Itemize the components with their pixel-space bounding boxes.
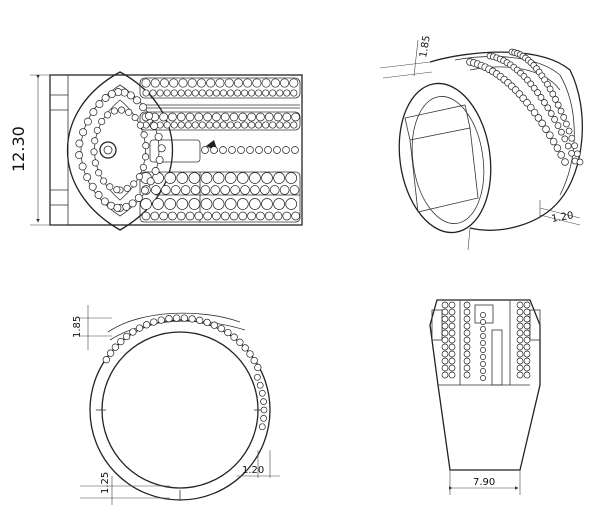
iso-side-label: 1.20	[551, 210, 575, 225]
iso-view: 1.85 1.20	[379, 35, 584, 251]
iso-top-label: 1.85	[418, 35, 433, 59]
end-width-label: 7.90	[473, 477, 495, 488]
side-view: 1.85 1.25 1.20	[72, 305, 280, 505]
side-top-label: 1.85	[72, 316, 83, 338]
front-view: 12.30	[9, 71, 303, 231]
side-bottom-label: 1.25	[100, 472, 111, 494]
end-view: 7.90	[429, 299, 541, 495]
front-height-label: 12.30	[9, 126, 28, 172]
side-band-label: 1.20	[242, 465, 264, 476]
